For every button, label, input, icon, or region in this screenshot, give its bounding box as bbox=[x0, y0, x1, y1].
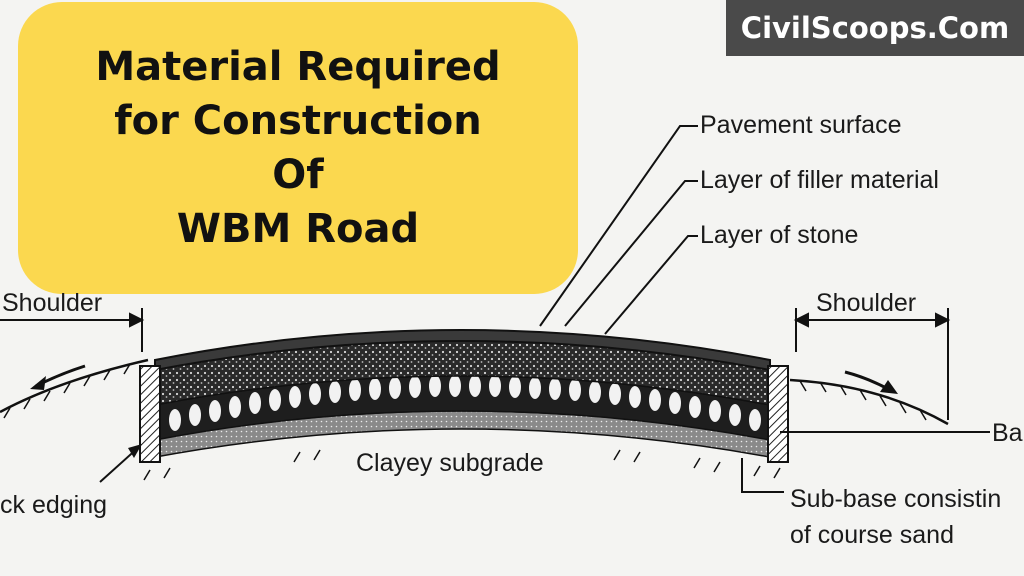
title-line-1: Material Required bbox=[95, 44, 501, 90]
leader-lines bbox=[99, 125, 990, 493]
label-sub-base-line-2: of course sand bbox=[790, 521, 954, 549]
ground-left bbox=[0, 358, 149, 414]
title-line-2: for Construction bbox=[114, 98, 482, 144]
label-filler-layer: Layer of filler material bbox=[700, 166, 939, 194]
label-shoulder-right: Shoulder bbox=[816, 289, 917, 317]
label-shoulder-left: Shoulder bbox=[2, 289, 103, 317]
label-pavement-surface: Pavement surface bbox=[700, 111, 902, 139]
label-edging: ck edging bbox=[0, 491, 108, 519]
ground-hatch-right bbox=[799, 380, 927, 421]
title-line-3: Of bbox=[272, 152, 324, 198]
title-card: Material Required for Construction Of WB… bbox=[18, 2, 578, 294]
edging-arrowhead bbox=[128, 444, 142, 458]
stone-ovals bbox=[169, 375, 761, 431]
leader-pavement-surface bbox=[539, 125, 698, 327]
label-base: Ba bbox=[992, 419, 1023, 447]
leader-filler-layer bbox=[564, 180, 698, 327]
edging-left bbox=[139, 365, 161, 463]
ground-right bbox=[789, 378, 949, 426]
label-sub-base-line-1: Sub-base consistin bbox=[790, 485, 1002, 513]
subgrade-hatch bbox=[143, 449, 781, 481]
shoulder-left-dimension bbox=[0, 308, 145, 352]
shoulder-right-dimension bbox=[793, 308, 951, 420]
leader-stone-layer bbox=[604, 235, 698, 335]
brand-watermark: CivilScoops.Com bbox=[726, 0, 1024, 56]
label-stone-layer: Layer of stone bbox=[700, 221, 859, 249]
title-line-4: WBM Road bbox=[176, 206, 420, 252]
leader-sub-base bbox=[741, 458, 784, 493]
label-subgrade: Clayey subgrade bbox=[356, 449, 544, 477]
edging-right bbox=[767, 365, 789, 463]
ground-hatch-left bbox=[3, 363, 131, 419]
